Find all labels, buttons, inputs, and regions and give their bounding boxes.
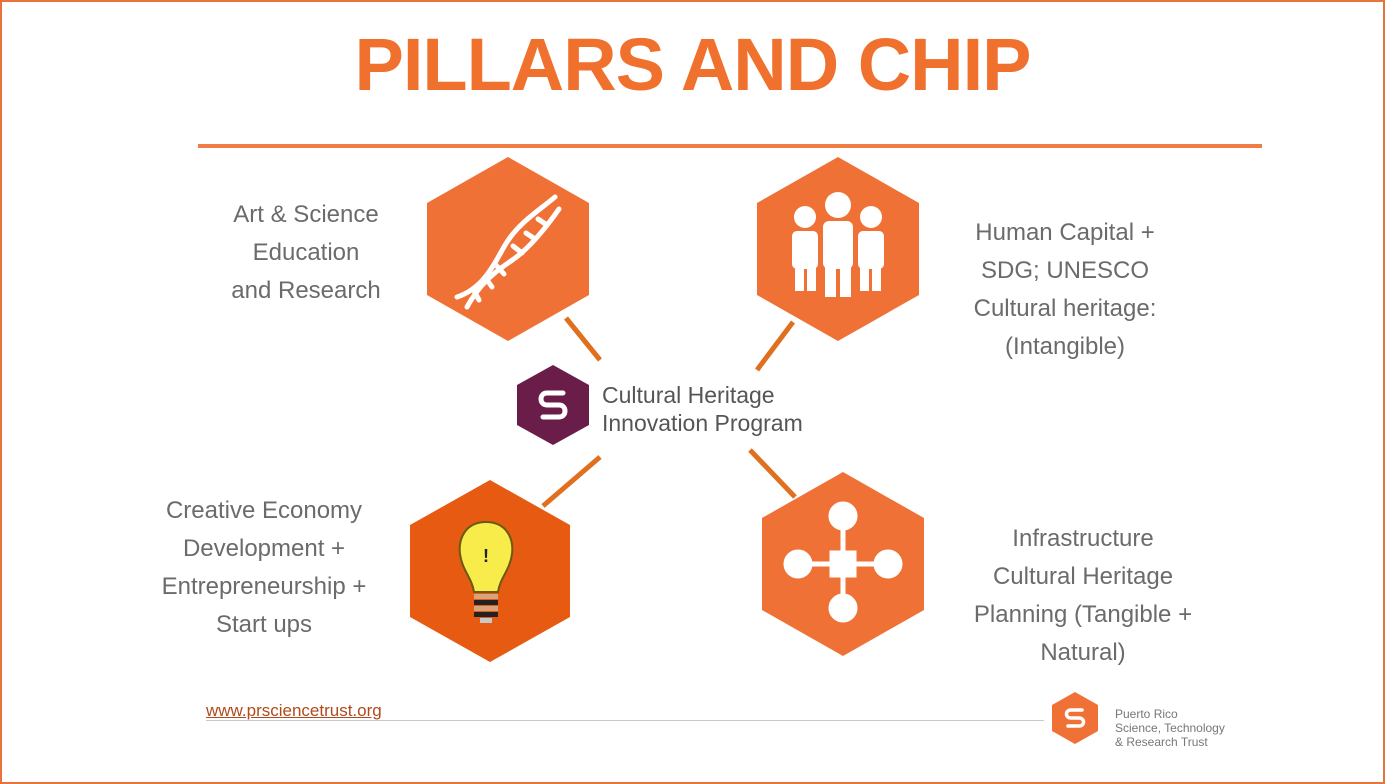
label-line: Creative Economy [165,497,363,524]
connector-top-right [755,320,795,372]
label-line: SDG; UNESCO [980,257,1150,284]
trust-name: Puerto Rico Science, Technology & Resear… [1115,707,1225,749]
label-human-capital: Human Capital + SDG; UNESCO Cultural her… [940,214,1190,366]
label-art-science: Art & Science Education and Research [206,196,406,310]
network-icon [783,501,903,623]
website-link[interactable]: www.prsciencetrust.org [206,701,382,720]
label-line: Infrastructure [1012,525,1154,552]
label-line: Cultural Heritage [992,563,1174,590]
label-line: and Research [231,277,381,304]
swap-icon [538,390,568,420]
trust-name-line: Puerto Rico [1115,707,1178,721]
lightbulb-icon: ! [458,520,514,623]
hexagon-creative-economy: ! [410,480,570,662]
hexagon-art-science [427,157,589,341]
label-line: Natural) [1040,639,1126,666]
label-line: Planning (Tangible + [973,601,1193,628]
dna-icon [454,194,562,310]
program-name: Cultural Heritage Innovation Program [602,381,803,437]
label-line: Education [252,239,360,266]
chip-logo [517,365,589,445]
program-name-line2: Innovation Program [602,410,803,436]
label-line: Art & Science [233,201,379,228]
footer-divider [206,720,1044,721]
connector-bottom-left [541,455,602,508]
trust-logo [1052,692,1098,744]
label-line: Development + [182,535,346,562]
svg-text:!: ! [483,546,489,566]
label-line: Human Capital + [975,219,1155,246]
hexagon-human-capital [757,157,919,341]
label-line: Cultural heritage: [973,295,1157,322]
label-line: (Intangible) [1004,333,1126,360]
swap-icon [1064,708,1086,728]
connector-top-left [564,316,602,362]
label-line: Entrepreneurship + [161,573,367,600]
program-name-line1: Cultural Heritage [602,382,775,408]
label-line: Start ups [215,611,313,638]
trust-name-line: & Research Trust [1115,735,1208,749]
hexagon-infrastructure [762,472,924,656]
label-infrastructure: Infrastructure Cultural Heritage Plannin… [945,520,1221,672]
trust-name-line: Science, Technology [1115,721,1225,735]
people-icon [792,192,884,297]
title-underline [198,144,1262,148]
slide-title: PILLARS AND CHIP [354,23,1031,106]
connector-bottom-right [748,448,797,499]
label-creative-economy: Creative Economy Development + Entrepren… [132,492,396,644]
